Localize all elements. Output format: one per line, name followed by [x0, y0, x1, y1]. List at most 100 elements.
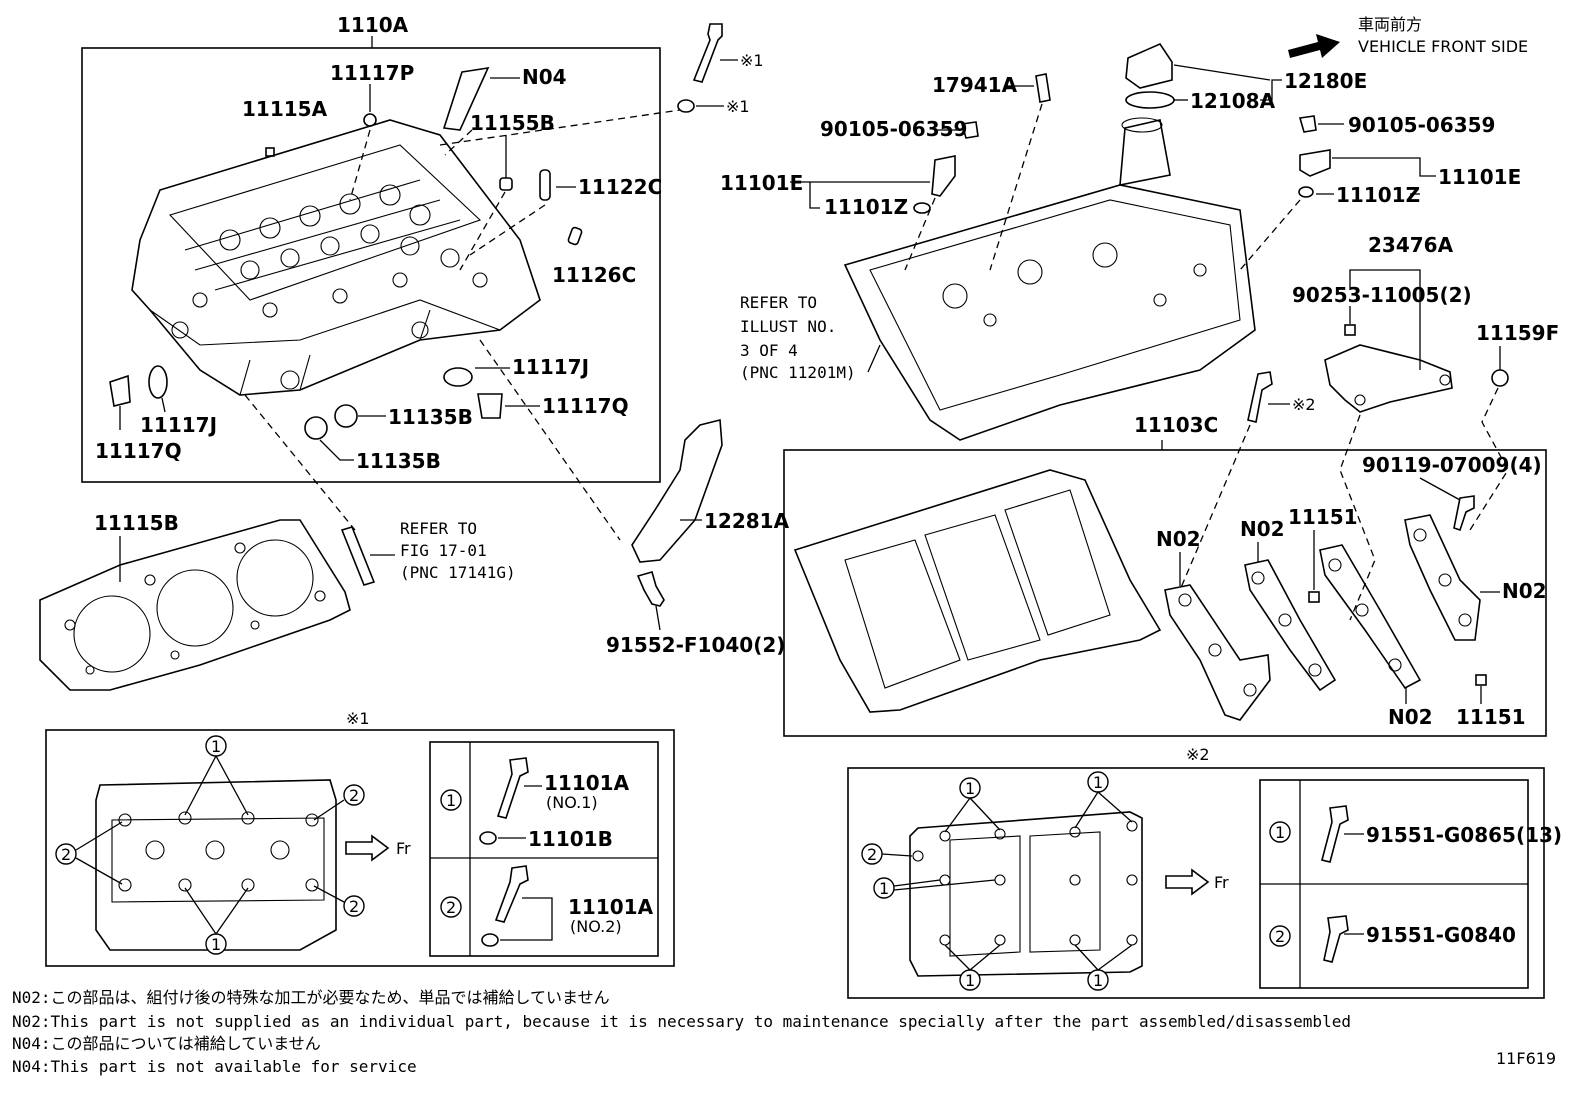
label-N02-2[interactable]: N02: [1240, 517, 1285, 541]
cylinder-head-drawing: [131, 119, 541, 396]
detail-x2-title: ※2: [1186, 745, 1210, 764]
label-91552[interactable]: 91552-F1040(2): [606, 633, 785, 657]
detail-x2-row1-part[interactable]: 91551-G0865(13): [1366, 823, 1562, 847]
label-11101Z-left[interactable]: 11101Z: [824, 195, 908, 219]
bolt-x2-group: ※2: [1179, 371, 1376, 621]
label-11115A[interactable]: 11115A: [242, 97, 328, 121]
note-N04-en: N04:This part is not available for servi…: [12, 1057, 417, 1076]
detail-x1-row1-washer[interactable]: 11101B: [528, 827, 613, 851]
label-11159F[interactable]: 11159F: [1476, 321, 1559, 345]
label-N02-1[interactable]: N02: [1156, 527, 1201, 551]
detail-x2-row2-part[interactable]: 91551-G0840: [1366, 923, 1516, 947]
detail-x2-callout-2-text: 2: [867, 845, 877, 864]
refer-illust-line1: REFER TO: [740, 293, 817, 312]
detail-x2-callout-1-br-text: 1: [1093, 971, 1103, 990]
label-11122C[interactable]: 11122C: [578, 175, 662, 199]
detail-x1-callout-1-bottom-text: 1: [211, 935, 221, 954]
cylinder-head-box: [81, 47, 661, 483]
stud-refer-group: REFER TO FIG 17-01 (PNC 17141G): [340, 519, 516, 586]
refer-fig-line2: FIG 17-01: [400, 541, 487, 560]
label-12108A[interactable]: 12108A: [1190, 89, 1276, 113]
mark-x2-bolt: ※2: [1292, 395, 1316, 414]
pin-11155B: [499, 177, 513, 191]
mark-x1-bolt: ※1: [740, 51, 764, 70]
oring-11101Z-left: [913, 202, 931, 214]
label-11101E-right[interactable]: 11101E: [1438, 165, 1521, 189]
detail-x1-row1-part[interactable]: 11101A: [544, 771, 630, 795]
label-90253[interactable]: 90253-11005(2): [1292, 283, 1472, 307]
label-1110A[interactable]: 1110A: [337, 13, 409, 37]
label-11117P[interactable]: 11117P: [330, 61, 414, 85]
washer-11101B: [479, 831, 497, 845]
label-90105-right[interactable]: 90105-06359: [1348, 113, 1495, 137]
head-cam-bores: [171, 184, 488, 390]
cam-cap-2: [1244, 559, 1337, 692]
sensor-right: [1299, 149, 1331, 177]
label-11117Q-right[interactable]: 11117Q: [542, 394, 629, 418]
label-11101Z-right[interactable]: 11101Z: [1336, 183, 1420, 207]
detail-x1-fr-arrow-icon: [345, 834, 390, 862]
detail-x1-callout-2-bottom-text: 2: [349, 897, 359, 916]
label-11103C[interactable]: 11103C: [1134, 413, 1218, 437]
label-11115B[interactable]: 11115B: [94, 511, 179, 535]
detail-x1-table: [429, 741, 659, 957]
detail-x2-callout-1-left-text: 1: [879, 879, 889, 898]
detail-x1-table-callout-2: [440, 896, 462, 918]
detail-x2-callout-1-tl-text: 1: [965, 779, 975, 798]
note-N04-jp: N04:この部品については補給していません: [12, 1034, 321, 1053]
label-11135B-lower[interactable]: 11135B: [356, 449, 441, 473]
cam-cap-3: [1319, 544, 1422, 690]
stud-bolt: [340, 526, 376, 586]
label-17941A[interactable]: 17941A: [932, 73, 1018, 97]
label-11101E-left[interactable]: 11101E: [720, 171, 803, 195]
label-11126C[interactable]: 11126C: [552, 263, 636, 287]
gasket-12108A: [1125, 91, 1175, 109]
detail-x2-callout-1-bl-text: 1: [965, 971, 975, 990]
refer-fig-line3: (PNC 17141G): [400, 563, 516, 582]
cap-11117Q-left: [109, 374, 131, 407]
part-23476A: [1324, 344, 1453, 413]
vvt-sensor-right: 90105-06359 11101E 11101Z: [1239, 113, 1521, 271]
label-11117Q-left[interactable]: 11117Q: [95, 439, 182, 463]
label-11155B[interactable]: 11155B: [470, 111, 555, 135]
label-11135B-upper[interactable]: 11135B: [388, 405, 473, 429]
label-12180E[interactable]: 12180E: [1284, 69, 1367, 93]
label-11117J-left[interactable]: 11117J: [140, 413, 217, 437]
figure-id: 11F619: [1496, 1049, 1556, 1068]
detail-x1-table-callout-1-text: 1: [446, 791, 456, 810]
note-N02-jp: N02:この部品は、組付け後の特殊な加工が必要なため、単品では補給していません: [12, 988, 610, 1007]
oil-filler-neck: [1119, 119, 1171, 186]
mark-x1-washer: ※1: [726, 97, 750, 116]
label-11151-top[interactable]: 11151: [1288, 505, 1358, 529]
pin-11115A: [265, 147, 275, 157]
label-12281A[interactable]: 12281A: [704, 509, 790, 533]
detail-x2-callout-1-tr-text: 1: [1093, 773, 1103, 792]
head-gasket-group: 11115B: [39, 511, 351, 691]
label-11117J-right[interactable]: 11117J: [512, 355, 589, 379]
part-23476A-group: 23476A 90253-11005(2): [1292, 233, 1472, 413]
label-90119[interactable]: 90119-07009(4): [1362, 453, 1542, 477]
cylinder-head-group: 1110A 11117P: [81, 13, 681, 541]
detail-x2-bolt-holes: [912, 820, 1138, 946]
label-23476A[interactable]: 23476A: [1368, 233, 1454, 257]
bolt-91552: [636, 571, 665, 607]
label-N04[interactable]: N04: [522, 65, 567, 89]
head-cover-group: REFER TO ILLUST NO. 3 OF 4 (PNC 11201M): [740, 117, 1256, 441]
washer-x1: [677, 99, 695, 113]
detail-x1-callout-1-top-text: 1: [211, 737, 221, 756]
detail-x2-table-callout-1: [1269, 821, 1291, 843]
bolt-x1-group: ※1 ※1: [677, 23, 764, 116]
detail-x1-row2-part[interactable]: 11101A: [568, 895, 654, 919]
pipe-N04: [442, 66, 490, 131]
label-N02-3[interactable]: N02: [1388, 705, 1433, 729]
detail-x2-table-callout-2: [1269, 925, 1291, 947]
label-90105-left[interactable]: 90105-06359: [820, 117, 967, 141]
washer-11101A-no2: [481, 933, 499, 947]
label-N02-4[interactable]: N02: [1502, 579, 1547, 603]
detail-x1-table-callout-1: [440, 789, 462, 811]
label-11151-bottom[interactable]: 11151: [1456, 705, 1526, 729]
cam-housing-group: 11103C N02 N02 11151 N02 N02 11151: [783, 413, 1547, 737]
cam-cap-4: [1404, 514, 1481, 641]
seal-11159F: [1491, 369, 1509, 387]
